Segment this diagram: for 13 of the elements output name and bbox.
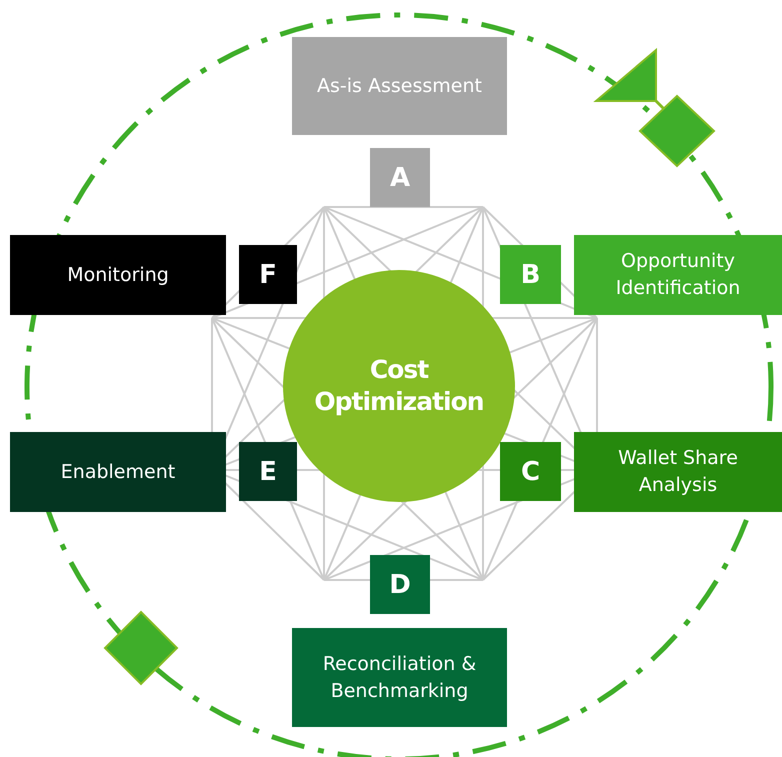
letter-box: B <box>500 245 561 304</box>
label-box: Reconciliation & Benchmarking <box>292 628 507 727</box>
center-circle: Cost Optimization <box>283 270 515 502</box>
label-box: Wallet Share Analysis <box>574 432 782 512</box>
label-box: Enablement <box>10 432 226 512</box>
label-box: Opportunity Identification <box>574 235 782 315</box>
letter-box: A <box>370 148 430 207</box>
letter-box: E <box>239 442 297 501</box>
label-box: Monitoring <box>10 235 226 315</box>
letter-box: D <box>370 555 430 614</box>
letter-box: F <box>239 245 297 304</box>
label-box: As-is Assessment <box>292 37 507 135</box>
letter-box: C <box>500 442 561 501</box>
